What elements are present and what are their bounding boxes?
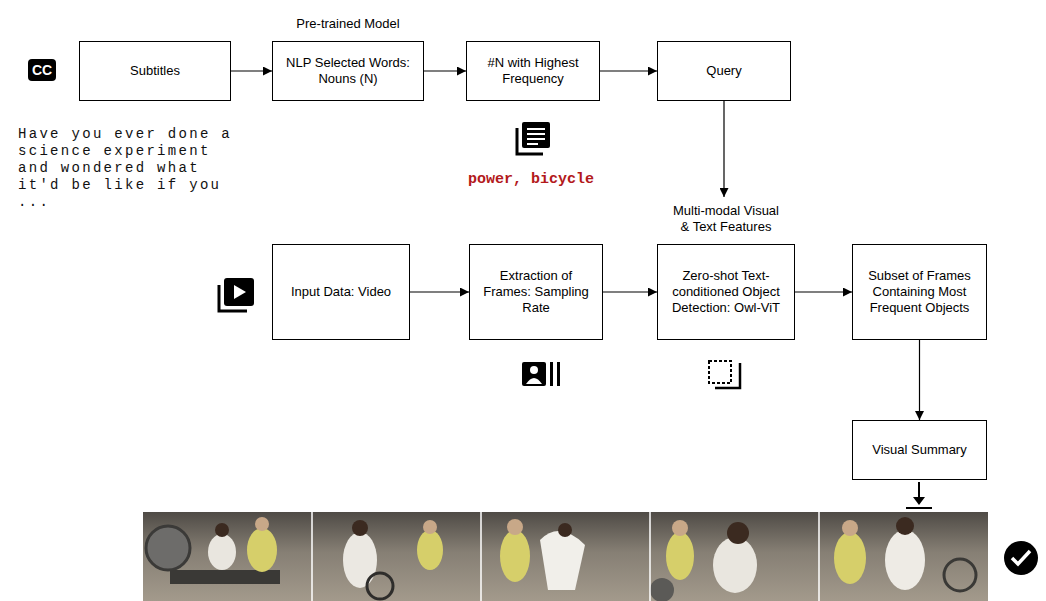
document-icon: [517, 122, 550, 154]
person-labcoat: [713, 537, 757, 593]
box-heading: Multi-modal Visual & Text Features: [670, 203, 782, 235]
process-box: Query: [657, 41, 791, 101]
gallery-shoulders: [526, 378, 542, 384]
bicycle-wheel: [367, 573, 393, 599]
box-label: #N with Highest Frequency: [467, 55, 599, 87]
person-head: [352, 520, 368, 536]
person-labcoat: [343, 532, 377, 588]
gallery-bar: [550, 362, 553, 386]
table: [170, 570, 280, 584]
person-head: [558, 523, 572, 537]
box-label: Zero-shot Text-conditioned Object Detect…: [658, 268, 794, 316]
machine-wheel: [146, 526, 190, 570]
query-words: power, bicycle: [468, 171, 594, 188]
gallery-icon: [522, 362, 560, 386]
person-yellow: [834, 532, 866, 584]
gallery-head: [530, 366, 538, 374]
frame-background: [143, 512, 988, 601]
video-icon: [219, 278, 254, 311]
process-box: Multi-modal Visual & Text FeaturesZero-s…: [657, 244, 795, 340]
flow-arrow: [603, 291, 657, 292]
box-label: Query: [700, 63, 747, 79]
person-head: [727, 522, 749, 544]
selection-corner: [715, 363, 740, 388]
flow-arrow: [231, 70, 272, 71]
person-head: [507, 519, 523, 535]
selection-dashed: [709, 361, 731, 383]
machine-wheel: [650, 578, 674, 601]
labcoat-flying: [540, 531, 585, 590]
person-yellow: [500, 530, 530, 582]
person-head: [672, 520, 688, 536]
flow-arrow: [424, 70, 466, 71]
document-lines: [527, 129, 545, 144]
flow-arrow: [410, 291, 469, 292]
person-head: [255, 517, 269, 531]
video-front: [224, 278, 254, 306]
person-yellow: [666, 532, 694, 580]
process-box: Subtitles: [79, 41, 231, 101]
frame-strip: [143, 512, 988, 601]
process-box: Extraction of Frames: Sampling Rate: [469, 244, 603, 340]
document-front: [522, 122, 550, 148]
person-labcoat: [885, 530, 925, 590]
box-label: Input Data: Video: [285, 284, 397, 300]
process-box: Subset of Frames Containing Most Frequen…: [852, 244, 987, 340]
box-heading: Pre-trained Model: [248, 16, 448, 32]
play-triangle: [234, 285, 246, 299]
caption-icon: CC: [28, 59, 56, 81]
check-icon: [1004, 541, 1038, 575]
box-label: Visual Summary: [866, 442, 972, 458]
person-labcoat: [208, 534, 236, 570]
flow-arrow: [919, 340, 920, 420]
person-yellow: [417, 530, 443, 570]
flow-arrow: [600, 70, 657, 71]
box-label: Extraction of Frames: Sampling Rate: [470, 268, 602, 316]
output-arrow-bar: [906, 507, 932, 509]
output-arrow-head: [913, 497, 925, 505]
subtitle-text: Have you ever done a science experiment …: [18, 126, 242, 211]
flow-arrow: [795, 291, 852, 292]
check-mark: [1012, 551, 1030, 564]
box-label: Subset of Frames Containing Most Frequen…: [853, 268, 986, 316]
machine-wheel: [944, 559, 976, 591]
process-box: Input Data: Video: [272, 244, 410, 340]
process-box: Pre-trained ModelNLP Selected Words: Nou…: [272, 41, 424, 101]
process-box: Visual Summary: [852, 420, 987, 480]
person-head: [896, 517, 914, 535]
box-label: Subtitles: [124, 63, 186, 79]
selection-icon: [709, 361, 740, 388]
person-yellow: [247, 528, 277, 572]
person-head: [842, 520, 858, 536]
process-box: #N with Highest Frequency: [466, 41, 600, 101]
frame-separators: [312, 512, 819, 601]
gallery-bar: [557, 362, 560, 386]
flow-arrow: [723, 101, 724, 197]
box-label: NLP Selected Words: Nouns (N): [273, 55, 423, 87]
person-head: [215, 523, 229, 537]
person-head: [423, 520, 437, 534]
output-arrow: [906, 482, 932, 509]
check-circle: [1004, 541, 1038, 575]
gallery-photo: [522, 362, 546, 386]
